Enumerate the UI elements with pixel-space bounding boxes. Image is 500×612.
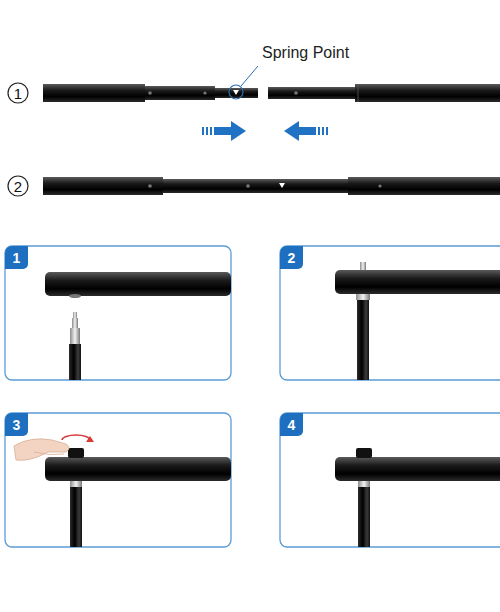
crossbar-and-stud [45,272,231,380]
step-number: 2 [14,179,22,194]
step-number-circle: 2 [7,175,29,197]
step-number: 1 [13,251,21,265]
push-arrow-right [202,121,246,141]
tube-joined [43,177,500,195]
step-number: 3 [13,418,21,432]
push-arrow-left [284,121,328,141]
step-number-circle: 1 [7,82,29,104]
leader-line [241,66,258,86]
step-panel [5,246,500,547]
step-number: 4 [288,418,296,432]
step-number: 2 [288,251,296,265]
step-number-badge: 4 [280,413,303,436]
knob-tightening [14,435,231,547]
crossbar-on-stand [335,262,500,380]
step-number-badge: 1 [5,246,28,269]
step-number-badge: 2 [280,246,303,269]
tube-right [268,84,500,102]
tube-left [43,84,258,102]
part-label: Spring Point [262,44,349,62]
step-number-badge: 3 [5,413,28,436]
assembled-crossbar [335,448,500,547]
step-number: 1 [14,86,22,101]
